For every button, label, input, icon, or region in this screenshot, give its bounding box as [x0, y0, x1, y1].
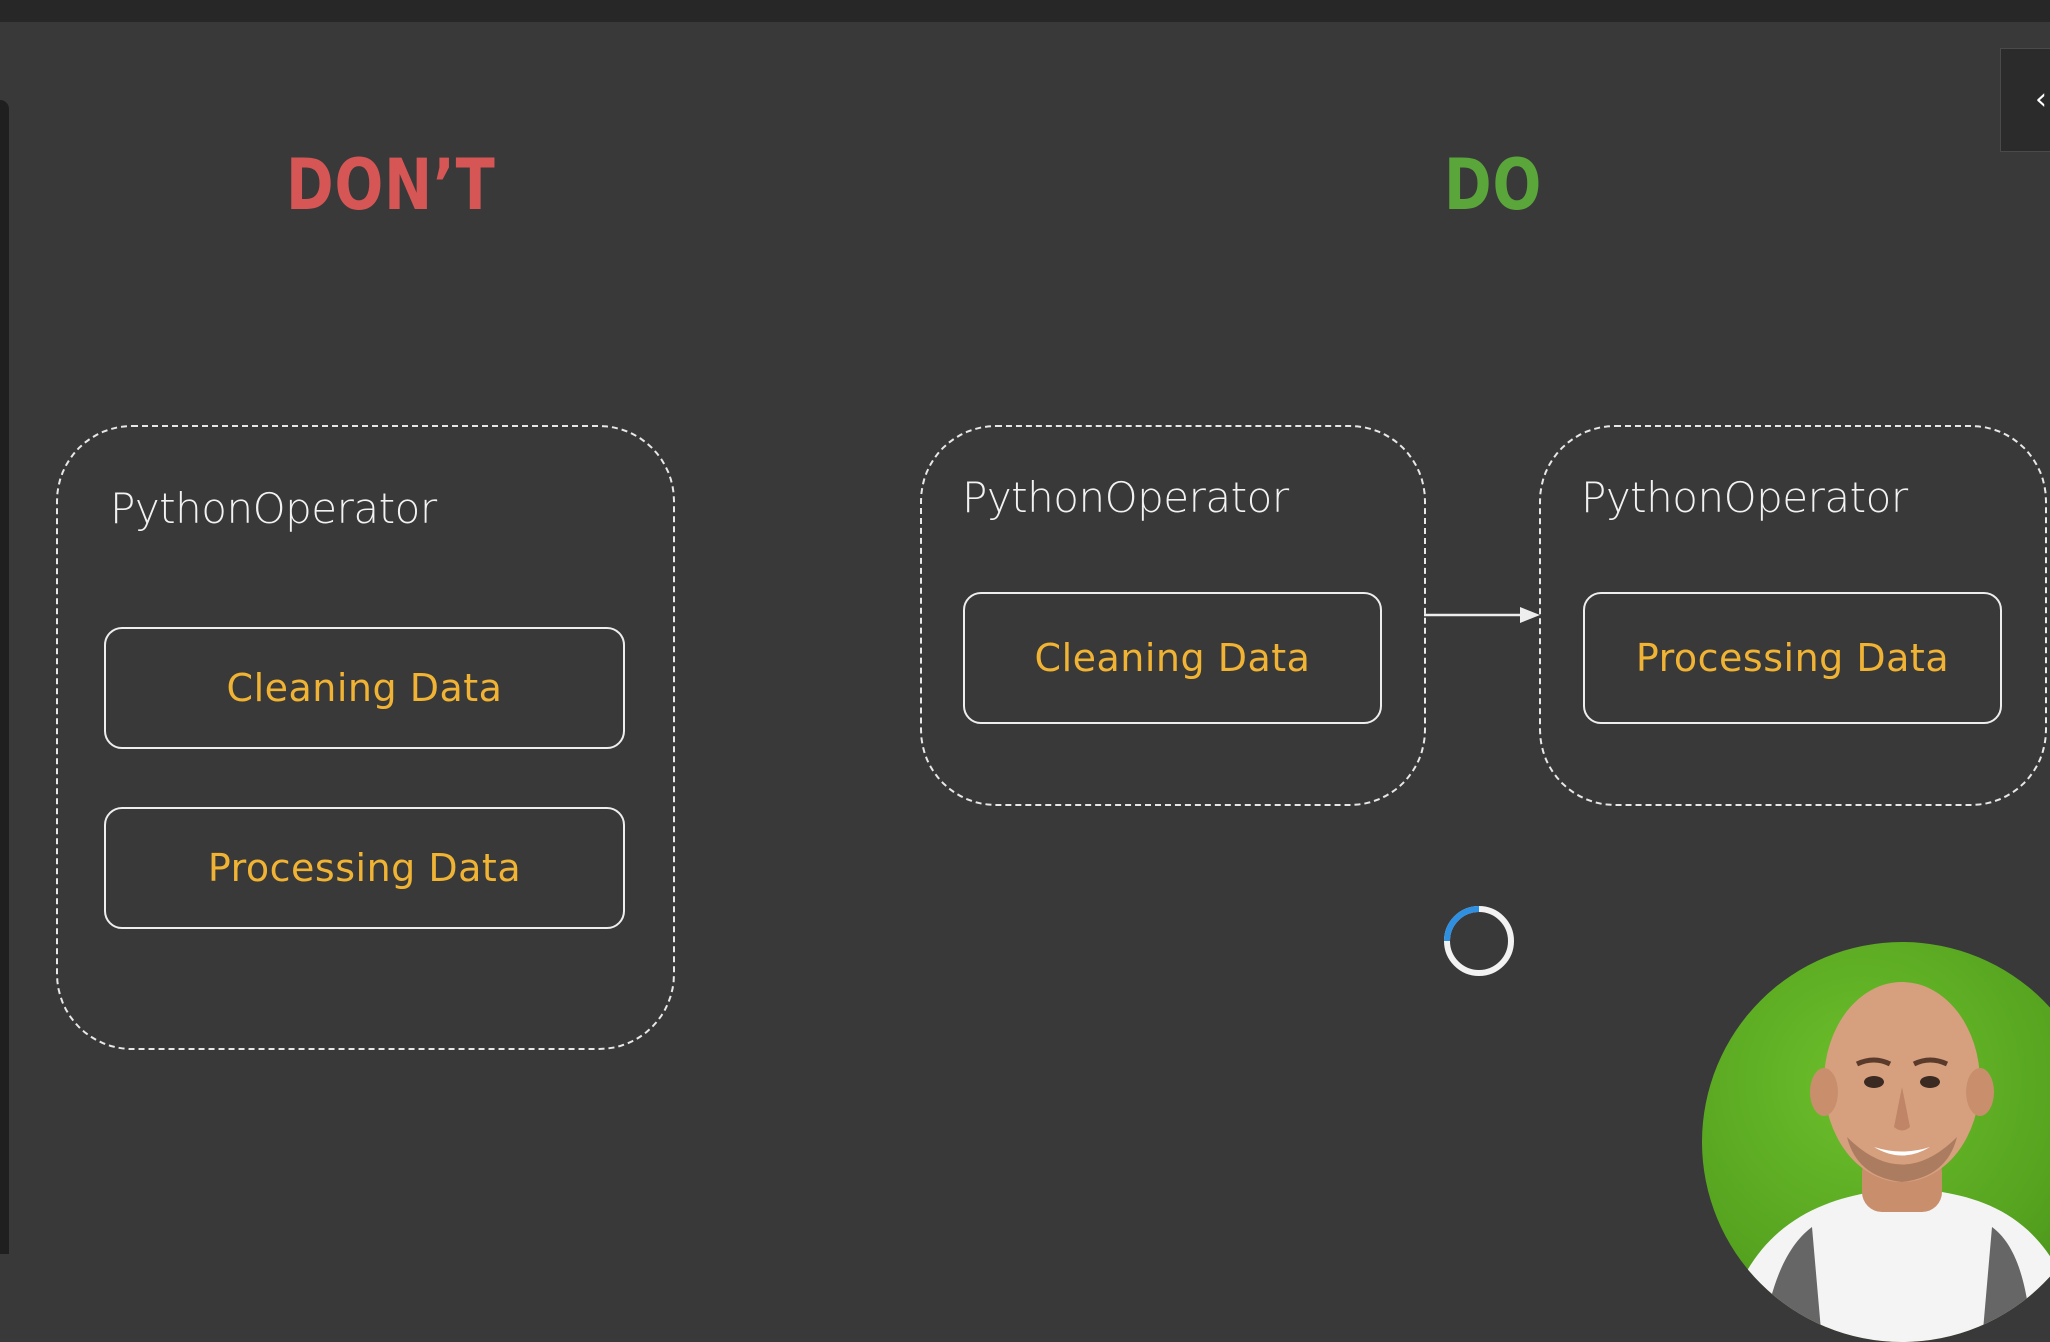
top-bar — [0, 0, 2050, 22]
dont-operator-title: PythonOperator — [110, 484, 437, 533]
do-python-operator-box-2 — [1539, 425, 2047, 806]
dont-heading: DON’T — [286, 144, 496, 226]
do-task-processing-data[interactable]: Processing Data — [1583, 592, 2002, 724]
do-heading: DO — [1444, 144, 1543, 226]
collapse-panel-button[interactable]: ‹ — [2000, 48, 2050, 152]
do-task-cleaning-data[interactable]: Cleaning Data — [963, 592, 1382, 724]
loading-spinner-icon — [1444, 906, 1514, 976]
dont-python-operator-box — [56, 425, 675, 1050]
do-operator-title-2: PythonOperator — [1581, 473, 1908, 522]
dont-task-cleaning-data[interactable]: Cleaning Data — [104, 627, 625, 749]
arrow-right-icon — [1424, 607, 1540, 623]
chevron-left-icon: ‹ — [2035, 82, 2047, 117]
do-operator-title-1: PythonOperator — [962, 473, 1289, 522]
left-panel-edge — [0, 100, 9, 1254]
dont-task-processing-data[interactable]: Processing Data — [104, 807, 625, 929]
presenter-video — [1722, 982, 2050, 1342]
webcam-overlay — [1702, 942, 2050, 1342]
